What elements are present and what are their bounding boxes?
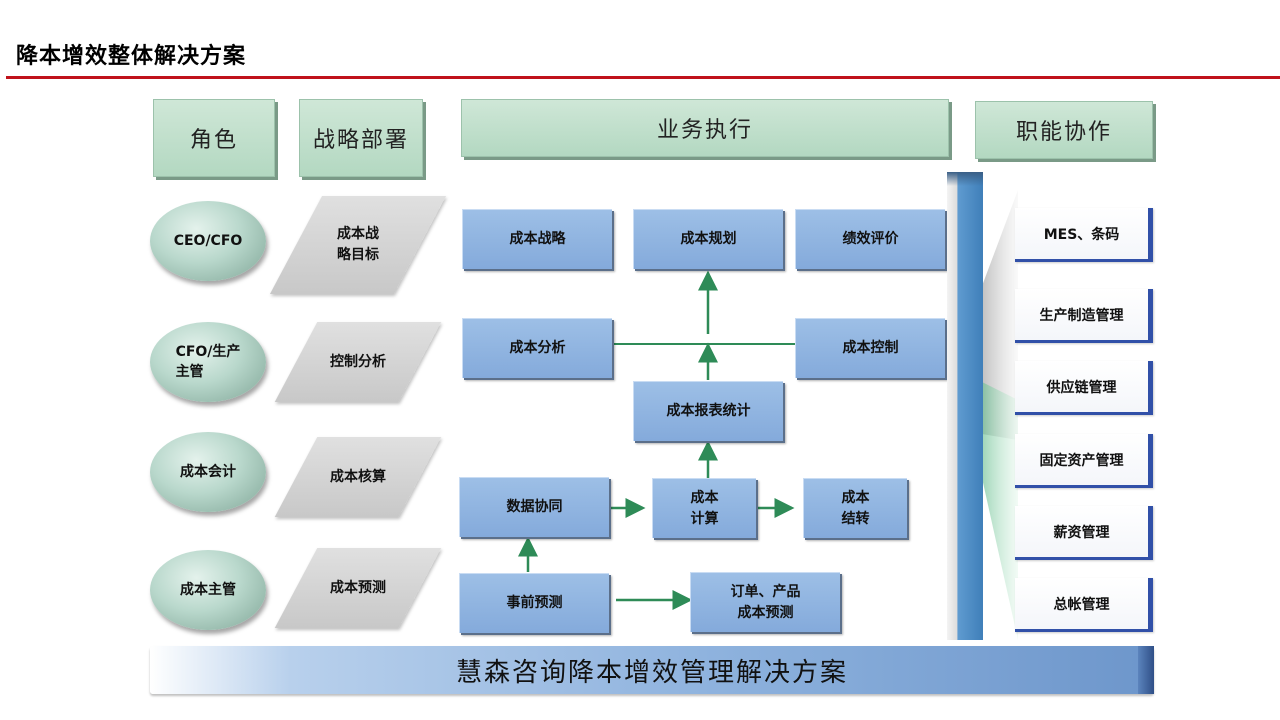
strategy-control-analysis: 控制分析 [274, 322, 442, 402]
function-supply-chain: 供应链管理 [1015, 361, 1153, 415]
box-pre-forecast: 事前预测 [459, 573, 609, 633]
box-cost-planning: 成本规划 [633, 209, 783, 269]
box-cost-strategy: 成本战略 [462, 209, 612, 269]
header-strategy: 战略部署 [299, 99, 423, 177]
strategy-label: 成本预测 [330, 579, 386, 596]
function-production-management: 生产制造管理 [1015, 289, 1153, 343]
role-ceo-cfo: CEO/CFO [150, 201, 266, 281]
strategy-cost-accounting: 成本核算 [274, 437, 442, 517]
strategy-cost-forecast: 成本预测 [274, 548, 442, 628]
footer-banner: 慧森咨询降本增效管理解决方案 [150, 646, 1154, 694]
function-general-ledger: 总帐管理 [1015, 578, 1153, 632]
box-data-sync: 数据协同 [459, 477, 609, 537]
pillar-top-shade [947, 172, 983, 186]
strategy-label: 成本核算 [330, 468, 386, 485]
strategy-label: 控制分析 [330, 353, 386, 370]
box-order-forecast: 订单、产品 成本预测 [690, 572, 840, 632]
box-cost-analysis: 成本分析 [462, 318, 612, 378]
header-function: 职能协作 [975, 101, 1153, 159]
integration-pillar [947, 172, 983, 640]
box-cost-control: 成本控制 [795, 318, 945, 378]
strategy-cost-goal: 成本战 略目标 [269, 196, 447, 294]
box-cost-transfer: 成本 结转 [803, 478, 907, 538]
page-title: 降本增效整体解决方案 [16, 44, 247, 69]
header-execution: 业务执行 [461, 99, 949, 157]
function-fixed-assets: 固定资产管理 [1015, 434, 1153, 488]
header-role: 角色 [153, 99, 275, 177]
box-cost-report: 成本报表统计 [633, 381, 783, 441]
footer-edge [1138, 646, 1154, 694]
box-performance-evaluation: 绩效评价 [795, 209, 945, 269]
box-cost-calc: 成本 计算 [652, 478, 756, 538]
title-divider [6, 76, 1280, 79]
role-cost-manager: 成本主管 [150, 550, 266, 630]
role-cfo-production: CFO/生产 主管 [150, 322, 266, 402]
strategy-label: 成本战 略目标 [337, 226, 379, 263]
role-cost-accountant: 成本会计 [150, 432, 266, 512]
function-payroll: 薪资管理 [1015, 506, 1153, 560]
function-mes-barcode: MES、条码 [1015, 208, 1153, 262]
